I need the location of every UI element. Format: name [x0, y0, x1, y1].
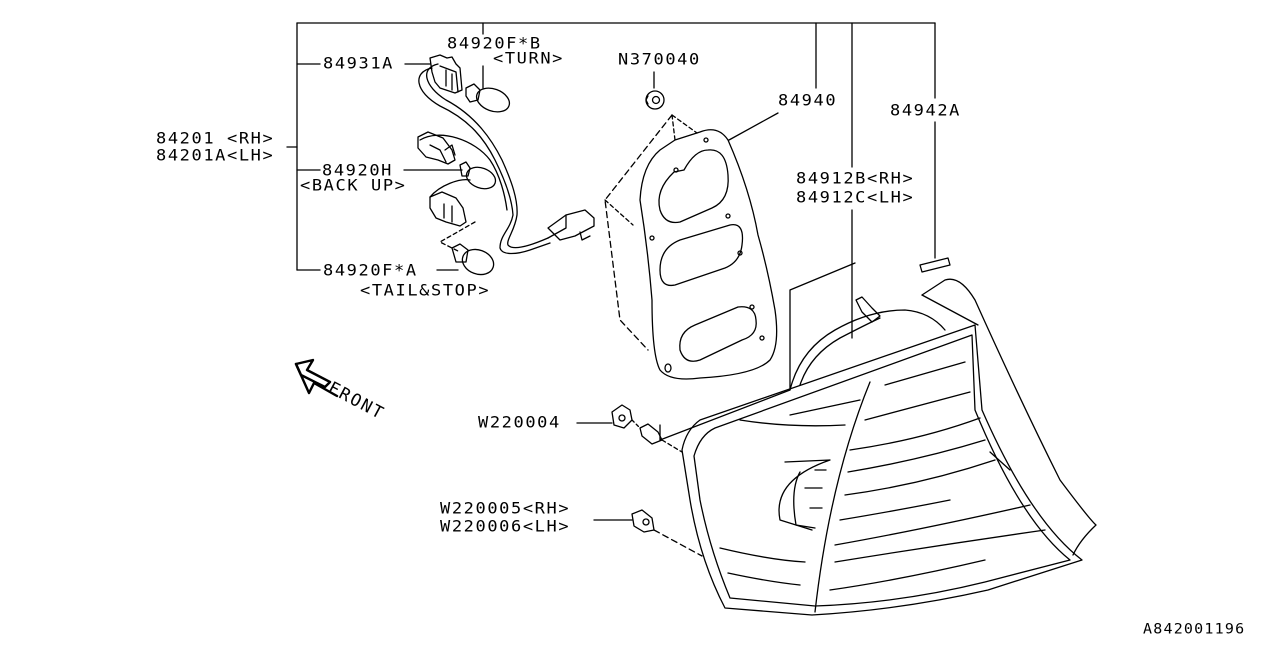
label-back-up: <BACK UP> [300, 176, 407, 196]
front-arrow-icon [296, 360, 337, 396]
leader-lines [287, 23, 935, 520]
socket-84931a [430, 55, 462, 93]
nut-n370040 [646, 91, 664, 109]
seal-pad-84942a [920, 258, 950, 272]
label-84201: 84201 <RH> [156, 129, 275, 149]
bulb-turn [466, 84, 513, 116]
bulb-backup [460, 162, 499, 193]
label-84931a: 84931A [323, 54, 395, 74]
gasket-84940 [605, 115, 777, 379]
socket-backup [418, 132, 455, 164]
label-84942a: 84942A [890, 101, 962, 121]
label-tail-stop: <TAIL&STOP> [360, 281, 491, 301]
label-84912b: 84912B<RH> [796, 169, 915, 189]
label-w220005: W220005<RH> [440, 499, 571, 519]
label-n370040: N370040 [618, 50, 701, 70]
label-84920h: 84920H [322, 161, 394, 181]
label-84912c: 84912C<LH> [796, 188, 915, 208]
reference-code: A842001196 [1143, 620, 1246, 638]
lens-housing-84912 [682, 279, 1096, 615]
label-84920fb: 84920F*B [447, 34, 542, 54]
label-84201a: 84201A<LH> [156, 146, 275, 166]
bulb-tail-stop [452, 244, 497, 279]
wiring-harness [419, 64, 594, 254]
clip-w220005 [632, 510, 702, 556]
label-w220004: W220004 [478, 413, 561, 433]
socket-tail-stop [430, 192, 475, 252]
label-turn: <TURN> [493, 49, 565, 69]
label-84940: 84940 [778, 91, 838, 111]
label-w220006: W220006<LH> [440, 517, 571, 537]
clip-w220004 [612, 405, 682, 452]
label-84920fa: 84920F*A [323, 261, 418, 281]
